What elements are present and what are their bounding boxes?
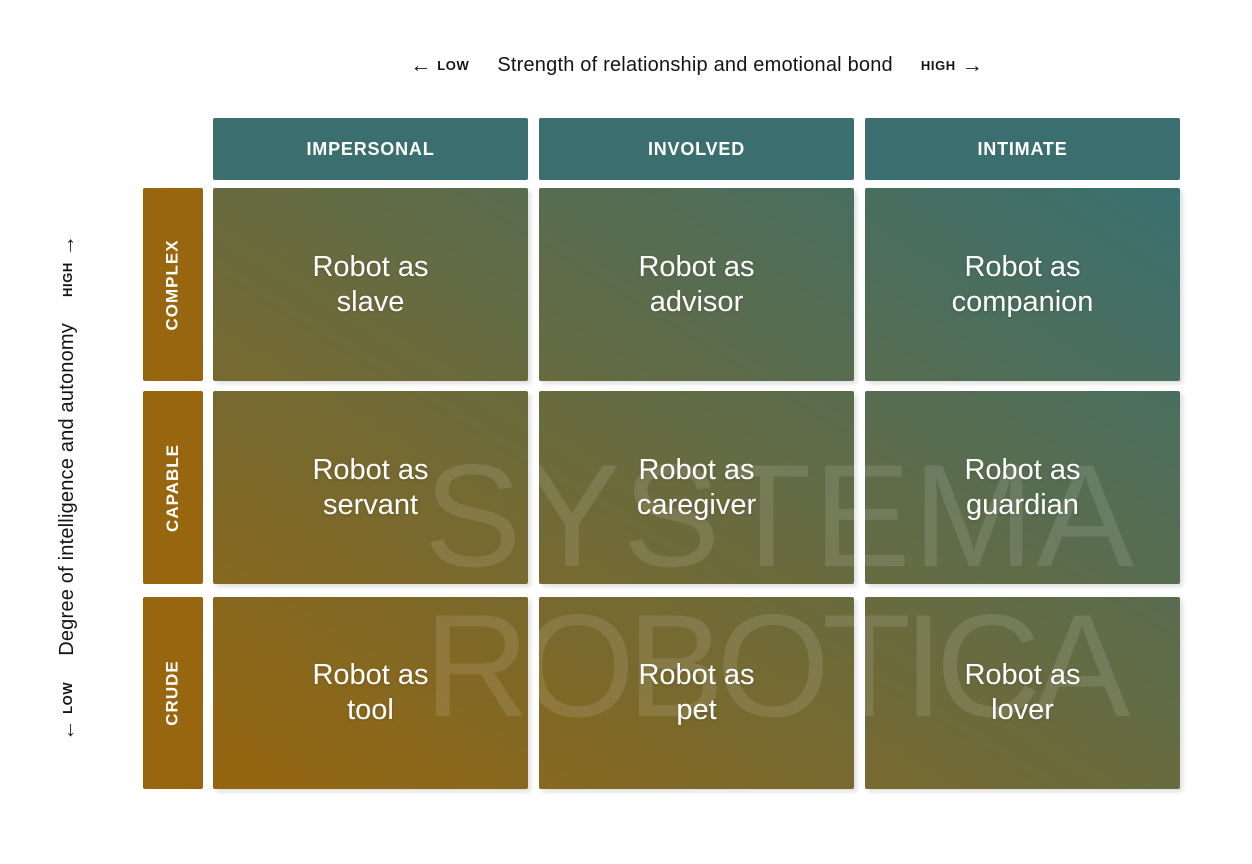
y-axis-low: ← LOW [55, 681, 79, 741]
row-header-capable: CAPABLE [143, 391, 203, 584]
row-header-complex: COMPLEX [143, 188, 203, 381]
column-header-impersonal: IMPERSONAL [213, 118, 528, 180]
cell-text-line1: Robot as [964, 250, 1081, 283]
down-arrow-icon: ← [55, 719, 79, 741]
x-axis: ← LOW Strength of relationship and emoti… [213, 48, 1180, 82]
y-axis-title: Degree of intelligence and autonomy [55, 323, 78, 656]
cell-text-line1: Robot as [638, 250, 755, 283]
y-axis: ← LOW Degree of intelligence and autonom… [50, 178, 84, 798]
cell-text-line2: advisor [649, 285, 744, 318]
cell-text-line1: Robot as [638, 453, 755, 486]
column-header-involved: INVOLVED [539, 118, 854, 180]
y-axis-high: HIGH → [55, 235, 79, 297]
column-header-label: IMPERSONAL [306, 138, 435, 159]
x-axis-high-label: HIGH [920, 57, 956, 73]
cell-text-line2: companion [951, 285, 1094, 318]
cell-text-line2: slave [336, 285, 405, 318]
cell-text-line1: Robot as [312, 250, 429, 283]
right-arrow-icon: → [961, 53, 983, 77]
cell-text-line1: Robot as [312, 453, 429, 486]
x-axis-low-label: LOW [437, 57, 470, 73]
cell-text-line2: guardian [966, 488, 1079, 521]
cell-text-line2: pet [676, 694, 717, 726]
x-axis-title: Strength of relationship and emotional b… [497, 53, 893, 76]
cell-text-line1: Robot as [964, 453, 1081, 486]
x-axis-high: HIGH → [921, 55, 983, 76]
column-header-label: INVOLVED [647, 138, 746, 159]
left-arrow-icon: ← [410, 53, 432, 77]
row-header-label: CAPABLE [163, 443, 183, 532]
cell-text-line2: caregiver [636, 488, 757, 521]
cell-text-line1: Robot as [638, 659, 755, 691]
y-axis-high-label: HIGH [59, 262, 75, 297]
cell-text-line1: Robot as [312, 659, 429, 691]
cell-text-line2: tool [347, 694, 394, 726]
column-header-intimate: INTIMATE [865, 118, 1180, 180]
cell-text-line2: servant [322, 488, 419, 521]
x-axis-low: ← LOW [410, 55, 469, 76]
cell-text-line1: Robot as [964, 659, 1081, 691]
y-axis-low-label: LOW [59, 681, 75, 714]
column-header-label: INTIMATE [977, 138, 1068, 159]
cell-text-line2: lover [991, 694, 1054, 726]
row-header-label: COMPLEX [163, 238, 182, 331]
row-header-crude: CRUDE [143, 597, 203, 789]
up-arrow-icon: → [55, 235, 79, 257]
row-header-label: CRUDE [163, 660, 183, 726]
